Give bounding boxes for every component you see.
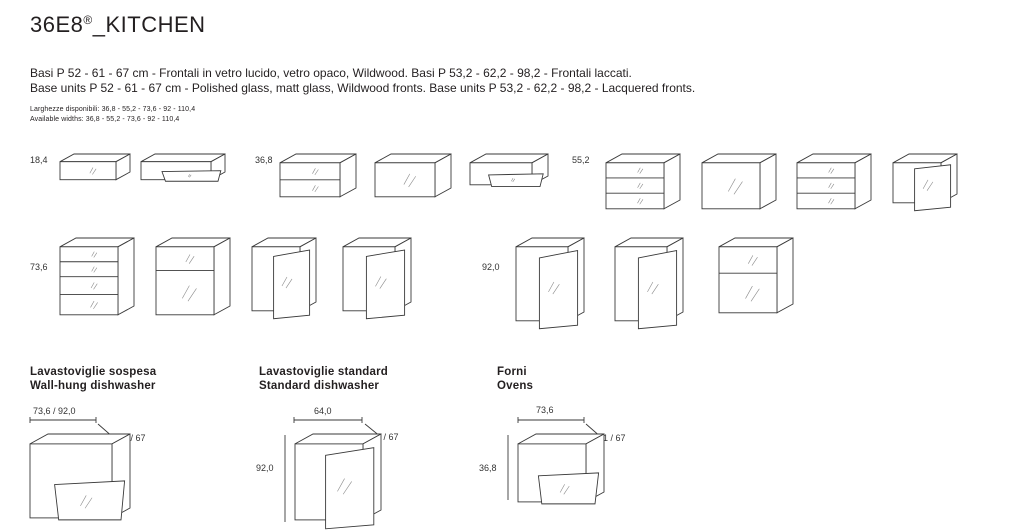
- cabinet-55-2-a: [605, 153, 681, 210]
- cabinet-55-2-d: [892, 153, 958, 212]
- dim-width-ovens: 73,6: [536, 405, 554, 415]
- cabinet-18-4-a: [59, 153, 131, 181]
- page-title: 36E8®_KITCHEN: [30, 12, 206, 37]
- oven-drawing: [517, 433, 605, 505]
- cabinet-18-4-b: [140, 153, 226, 182]
- section-label-italian: Lavastoviglie sospesa: [30, 366, 157, 378]
- dim-depth-wall-hung: 61 / 67: [118, 433, 146, 443]
- description-italian: Basi P 52 - 61 - 67 cm - Frontali in vet…: [30, 66, 632, 80]
- dim-depth-standard: 61 / 67: [371, 432, 399, 442]
- cabinet-36-8-b: [374, 153, 452, 198]
- cabinet-73-6-b: [155, 237, 231, 316]
- standard-dishwasher-drawing: [294, 433, 382, 530]
- cabinet-55-2-c: [796, 153, 872, 210]
- cabinet-36-8-c: [469, 153, 549, 188]
- section-ovens: Forni Ovens: [497, 365, 533, 393]
- cabinet-92-0-a: [515, 237, 585, 330]
- dim-height-standard: 92,0: [256, 463, 274, 473]
- row-label-36-8: 36,8: [255, 155, 273, 165]
- row-label-55-2: 55,2: [572, 155, 590, 165]
- section-label-italian: Lavastoviglie standard: [259, 366, 389, 378]
- section-standard-dishwasher: Lavastoviglie standard Standard dishwash…: [259, 365, 388, 393]
- section-label-english: Wall-hung dishwasher: [30, 380, 156, 392]
- row-label-73-6: 73,6: [30, 262, 48, 272]
- dim-depth-ovens: 61 / 67: [598, 433, 626, 443]
- widths-english: Available widths: 36,8 - 55,2 - 73,6 - 9…: [30, 116, 180, 123]
- section-label-english: Ovens: [497, 380, 534, 392]
- dim-width-standard: 64,0: [314, 406, 332, 416]
- cabinet-73-6-d: [342, 237, 412, 320]
- cabinet-36-8-a: [279, 153, 357, 198]
- cabinet-92-0-c: [718, 237, 794, 314]
- wall-hung-dishwasher-drawing: [29, 433, 131, 521]
- widths-italian: Larghezze disponibili: 36,8 - 55,2 - 73,…: [30, 106, 196, 113]
- cabinet-73-6-c: [251, 237, 317, 320]
- section-label-english: Standard dishwasher: [259, 380, 380, 392]
- cabinet-55-2-b: [701, 153, 777, 210]
- section-wall-hung-dishwasher: Lavastoviglie sospesa Wall-hung dishwash…: [30, 365, 156, 393]
- description-english: Base units P 52 - 61 - 67 cm - Polished …: [30, 81, 696, 95]
- cabinet-73-6-a: [59, 237, 135, 316]
- cabinet-92-0-b: [614, 237, 684, 330]
- dim-width-wall-hung: 73,6 / 92,0: [33, 406, 76, 416]
- row-label-18-4: 18,4: [30, 155, 48, 165]
- dim-height-ovens: 36,8: [479, 463, 497, 473]
- row-label-92-0: 92,0: [482, 262, 500, 272]
- section-label-italian: Forni: [497, 366, 527, 378]
